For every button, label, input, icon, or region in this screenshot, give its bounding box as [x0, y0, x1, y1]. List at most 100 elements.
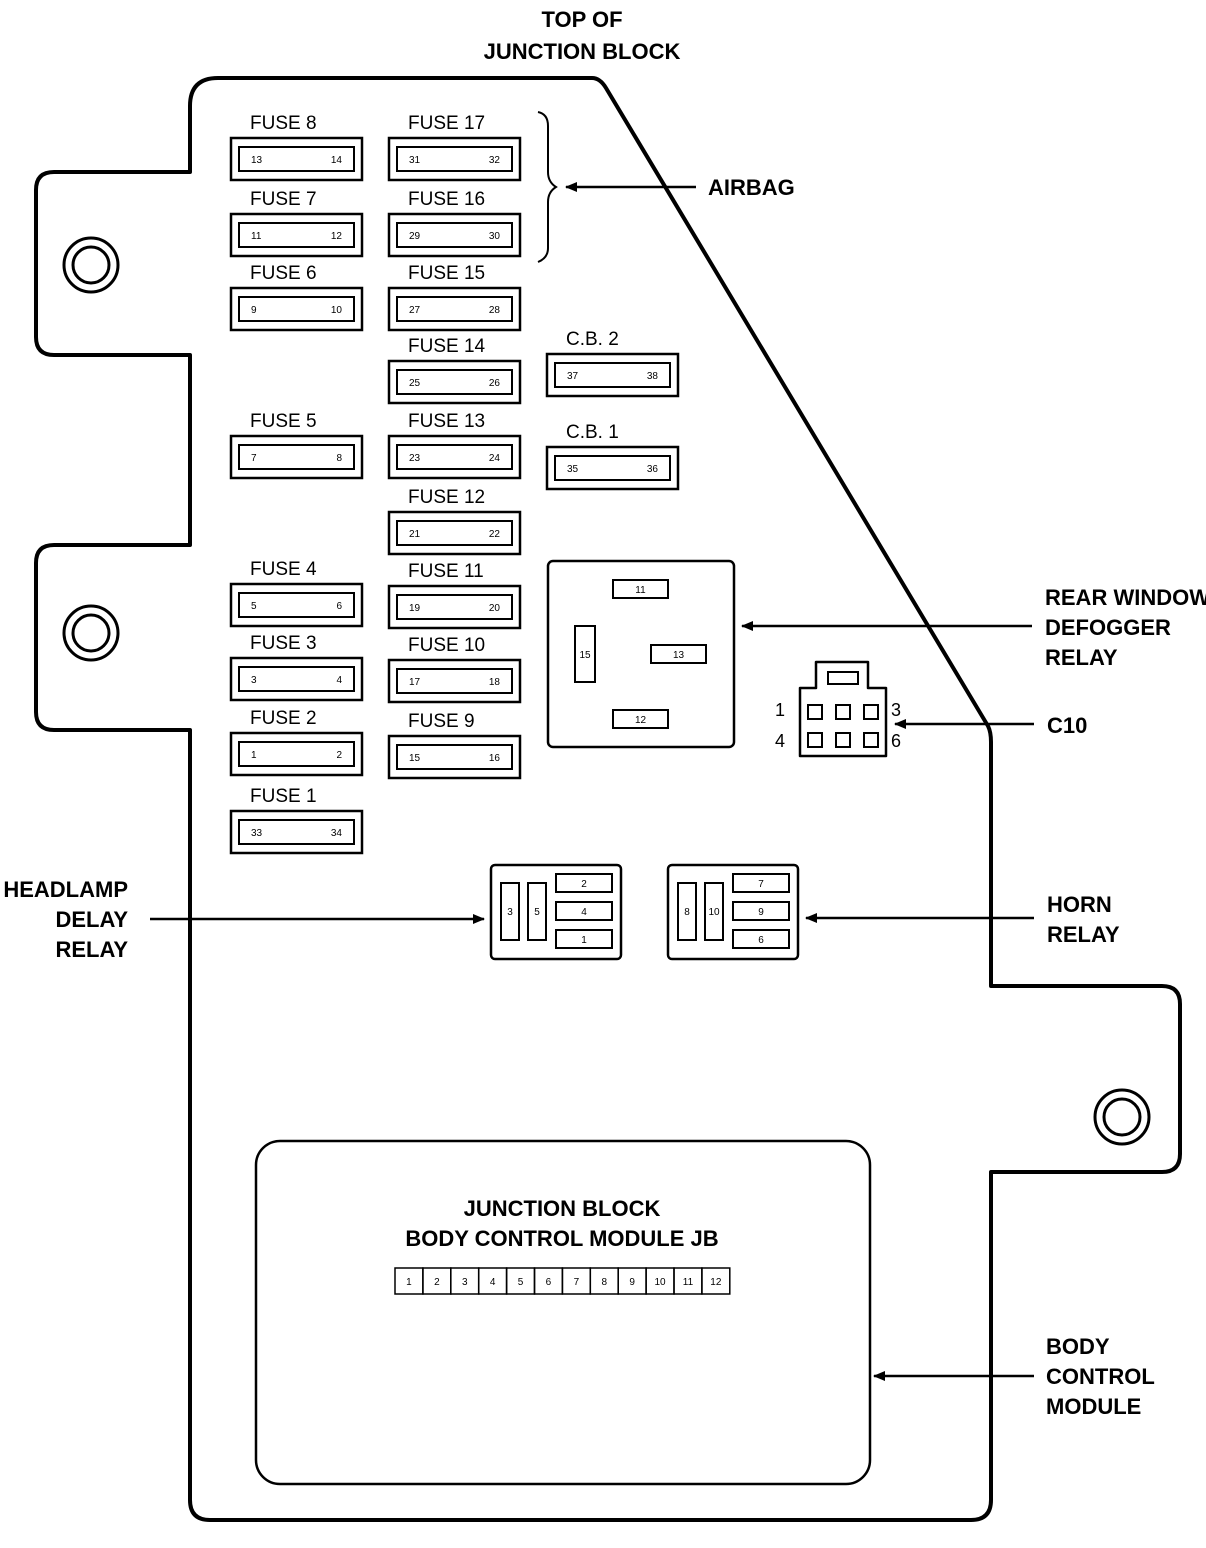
defogger-label-line1: REAR WINDOW: [1045, 585, 1206, 610]
headlamp-delay-relay: 3 5 2 4 1: [489, 863, 623, 961]
fuse-inner: [396, 222, 513, 248]
c10-pin-label: 6: [891, 731, 901, 751]
diagram-title-line2: JUNCTION BLOCK: [484, 39, 681, 64]
fuse-pin: 17: [409, 677, 421, 688]
fuse-pin: 34: [331, 828, 343, 839]
diagram-title-line1: TOP OF: [541, 7, 622, 32]
fuse-pin: 19: [409, 603, 421, 614]
mounting-hole-right: [1093, 1088, 1151, 1146]
junction-block-outline: [34, 76, 1182, 1522]
fuse-outer: [387, 658, 522, 704]
fuse-inner: [396, 594, 513, 620]
bcm-pin-label: 8: [601, 1277, 607, 1288]
defogger-pin: 11: [635, 585, 646, 596]
fuse-outer: [387, 510, 522, 556]
fuse-label: FUSE 12: [408, 487, 485, 508]
fuse-pin: 27: [409, 305, 421, 316]
fuse-inner: [396, 369, 513, 395]
defogger-pin: 12: [635, 715, 647, 726]
fuse-inner: [238, 222, 355, 248]
fuse-outer: [229, 136, 364, 182]
headlamp-label-line1: HEADLAMP: [3, 877, 128, 902]
fuse-outer: [387, 359, 522, 405]
fuse-label: FUSE 1: [250, 786, 317, 807]
fuse-inner: [554, 362, 671, 388]
fuse-label: C.B. 1: [566, 422, 619, 443]
fuse-outer: [387, 286, 522, 332]
c10-pin-label: 4: [775, 731, 785, 751]
fuse-label: FUSE 4: [250, 559, 317, 580]
defogger-label-line3: RELAY: [1045, 645, 1118, 670]
fuse-pin: 38: [647, 371, 659, 382]
fuse-pin: 8: [336, 453, 342, 464]
fuse-outer: [387, 434, 522, 480]
fuse-pin: 11: [251, 231, 262, 242]
fuse-outer: [229, 582, 364, 628]
fuse-pin: 3: [251, 675, 257, 686]
fuse-pin: 36: [647, 464, 659, 475]
fuse-pin: 5: [251, 601, 257, 612]
fuse-outer: [387, 212, 522, 258]
fuse-label: FUSE 10: [408, 635, 485, 656]
bcm-title-line2: BODY CONTROL MODULE JB: [405, 1226, 718, 1251]
fuse-label: FUSE 6: [250, 263, 317, 284]
fuse-pin: 13: [251, 155, 263, 166]
fuse-label: FUSE 14: [408, 336, 486, 357]
c10-pin-label: 3: [891, 700, 901, 720]
fuse-pin: 4: [336, 675, 342, 686]
bcm-pin-label: 11: [683, 1277, 694, 1288]
fuse-outer: [229, 286, 364, 332]
fuse-inner: [238, 296, 355, 322]
fuse-outer: [387, 136, 522, 182]
bcm-pin-label: 7: [574, 1277, 580, 1288]
fuse-inner: [238, 444, 355, 470]
fuse-pin: 37: [567, 371, 579, 382]
fuse-pin: 6: [336, 601, 342, 612]
bcm-pin-label: 1: [406, 1277, 412, 1288]
fuse-inner: [238, 741, 355, 767]
mounting-hole-top-left: [62, 236, 120, 294]
horn-label-line1: HORN: [1047, 892, 1112, 917]
fuse-outer: [387, 734, 522, 780]
bcm-pin-label: 5: [518, 1277, 524, 1288]
bcm-pin-label: 4: [490, 1277, 496, 1288]
bcm-label-line3: MODULE: [1046, 1394, 1141, 1419]
bcm-pin-label: 6: [546, 1277, 552, 1288]
defogger-pin: 15: [579, 650, 591, 661]
fuse-pin: 14: [331, 155, 343, 166]
fuse-inner: [238, 146, 355, 172]
headlamp-relay-pin: 1: [581, 935, 587, 946]
fuse-label: FUSE 11: [408, 561, 484, 582]
fuse-pin: 21: [409, 529, 421, 540]
fuse-outer: [229, 809, 364, 855]
fuse-label: FUSE 13: [408, 411, 485, 432]
fuse-label: FUSE 2: [250, 708, 317, 729]
bcm-pin-label: 12: [710, 1277, 722, 1288]
headlamp-relay-pin: 3: [507, 907, 513, 918]
defogger-relay: 11 15 13 12: [546, 559, 736, 749]
defogger-label-line2: DEFOGGER: [1045, 615, 1171, 640]
horn-relay-pin: 6: [758, 935, 764, 946]
bcm-label-line1: BODY: [1046, 1334, 1110, 1359]
c10-label: C10: [1047, 713, 1087, 738]
fuse-inner: [238, 819, 355, 845]
fuse-pin: 31: [409, 155, 421, 166]
fuse-label: FUSE 16: [408, 189, 485, 210]
airbag-brace: [537, 111, 558, 263]
horn-relay: 8 10 7 9 6: [666, 863, 800, 961]
